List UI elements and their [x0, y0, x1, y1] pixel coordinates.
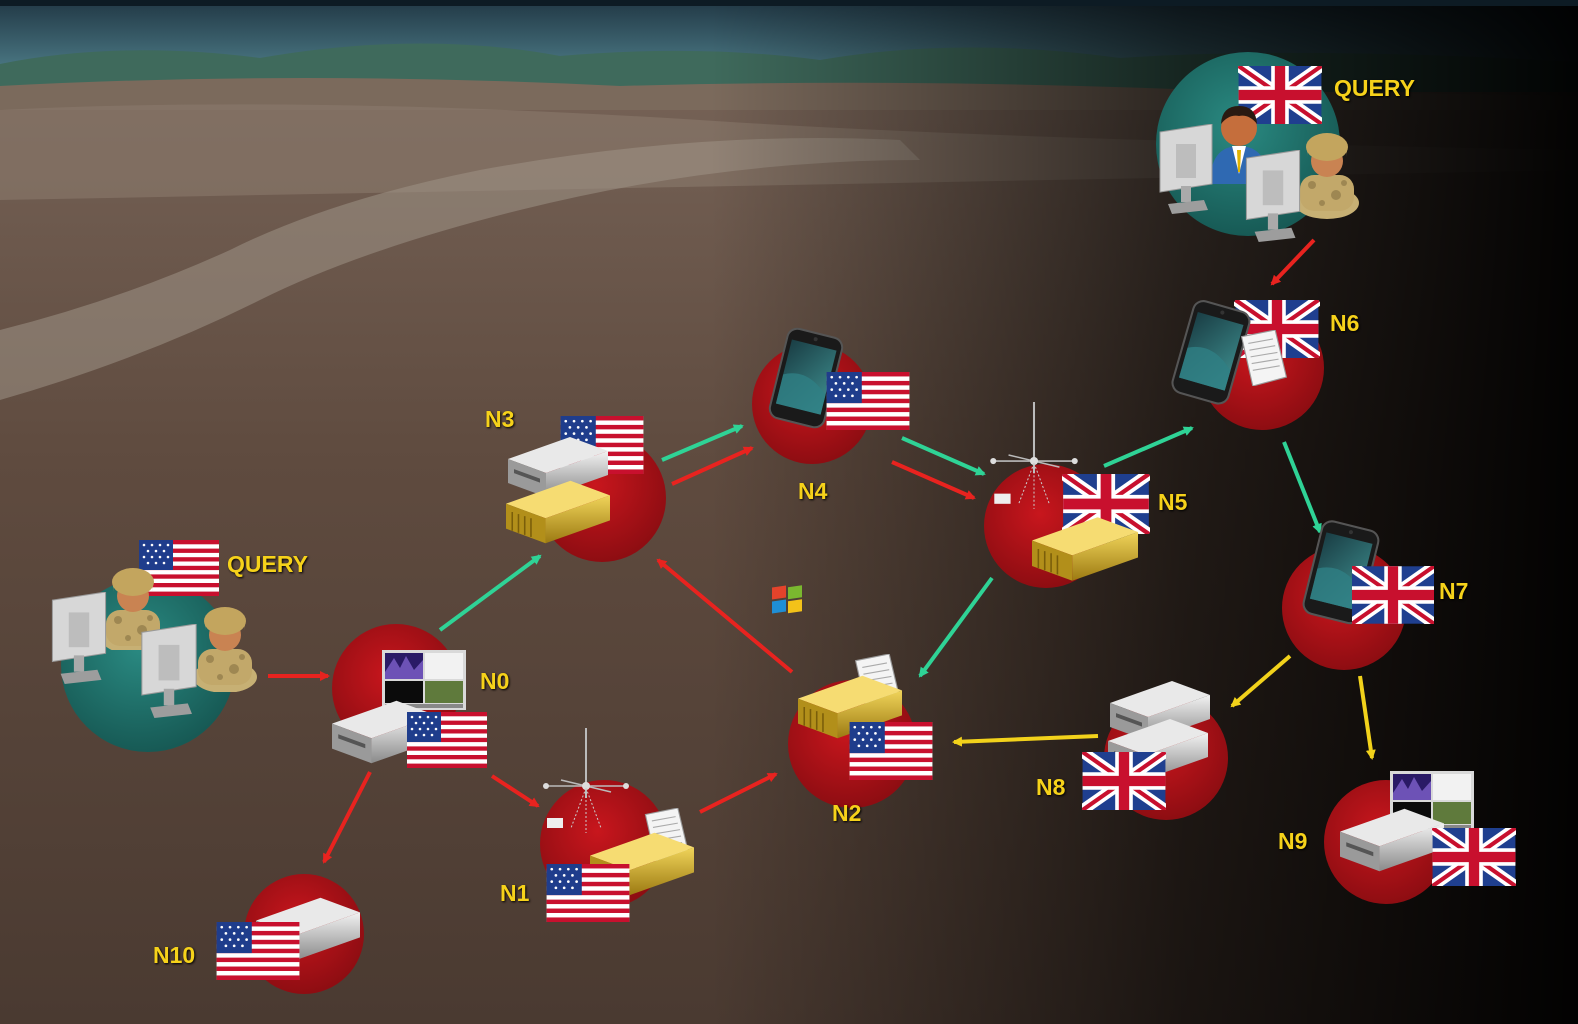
edge-n2-to-n3	[656, 558, 794, 674]
uk-flag-icon	[1083, 752, 1166, 810]
edge-n5-to-n2	[918, 576, 994, 678]
edge-n8-to-n2	[952, 734, 1099, 747]
node-n4[interactable]	[752, 325, 910, 464]
node-n6[interactable]	[1168, 297, 1324, 430]
uk-flag-icon	[1433, 828, 1516, 886]
query-node-uk[interactable]	[1156, 52, 1359, 242]
node-n3[interactable]	[506, 416, 666, 562]
node-n9[interactable]	[1324, 771, 1515, 904]
node-n10[interactable]	[216, 874, 364, 994]
node-n7[interactable]	[1282, 518, 1434, 670]
node-n0[interactable]	[332, 624, 487, 768]
edge-n0-to-n1	[490, 774, 540, 808]
query-node-us[interactable]	[51, 540, 257, 752]
us-flag-icon	[407, 712, 487, 768]
node-n1[interactable]	[540, 728, 694, 922]
node-n2[interactable]	[772, 585, 933, 808]
node-label-n8: N8	[1036, 774, 1066, 800]
edge-n3-to-n4-red	[671, 446, 754, 486]
edge-n6-to-n7	[1282, 441, 1322, 534]
edge-n7-to-n9	[1358, 675, 1376, 760]
edge-n3-to-n4-green	[661, 424, 744, 462]
node-label-n4: N4	[798, 478, 828, 504]
node-label-n2: N2	[832, 800, 862, 826]
node-n5[interactable]	[984, 402, 1149, 588]
query-label-us: QUERY	[227, 551, 308, 577]
query-label-uk: QUERY	[1334, 75, 1415, 101]
edge-n0-to-n10	[322, 771, 372, 864]
node-label-n10: N10	[153, 942, 196, 968]
node-label-n3: N3	[485, 406, 515, 432]
us-flag-icon	[546, 864, 630, 922]
edge-n0-to-n3	[438, 554, 542, 632]
uk-flag-icon	[1352, 566, 1434, 623]
node-label-n9: N9	[1278, 828, 1308, 854]
node-label-n1: N1	[500, 880, 530, 906]
edge-n1-to-n2	[699, 772, 778, 814]
us-flag-icon	[849, 722, 933, 780]
us-flag-icon	[216, 922, 300, 980]
edge-query-uk-to-n6	[1270, 238, 1316, 286]
edge-n4-to-n5-green	[901, 436, 986, 476]
node-label-n6: N6	[1330, 310, 1360, 336]
edge-n5-to-n6	[1103, 426, 1194, 468]
edges	[268, 238, 1376, 864]
edge-n4-to-n5-red	[891, 460, 976, 500]
node-n8[interactable]	[1083, 681, 1228, 820]
node-label-n5: N5	[1158, 489, 1188, 515]
node-label-n0: N0	[480, 668, 510, 694]
windows-logo-icon	[772, 585, 802, 614]
node-label-n7: N7	[1439, 578, 1469, 604]
us-flag-icon	[826, 372, 910, 430]
media-display-icon	[382, 650, 466, 710]
edge-n7-to-n8	[1230, 654, 1292, 708]
